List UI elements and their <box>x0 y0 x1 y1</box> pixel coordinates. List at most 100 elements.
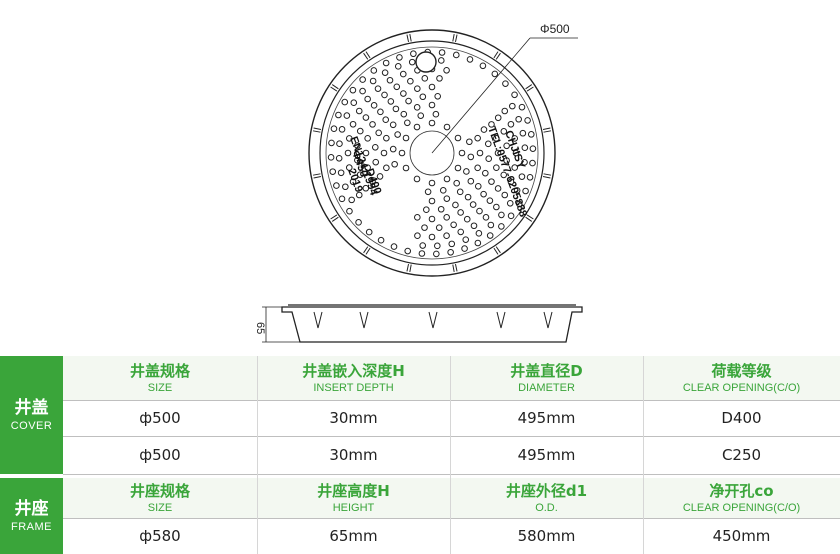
vent-hole <box>405 97 412 105</box>
vent-hole <box>526 173 534 181</box>
vent-hole <box>507 178 515 186</box>
frame-tick <box>363 246 369 254</box>
vent-hole <box>344 149 352 157</box>
vent-hole <box>349 86 357 94</box>
cover-ring <box>319 40 545 266</box>
vent-hole <box>493 203 500 211</box>
vent-hole <box>443 175 451 183</box>
table-cell: ф500 <box>63 436 257 474</box>
diameter-leader <box>431 37 531 154</box>
vent-hole <box>428 119 436 127</box>
vent-hole <box>432 110 440 118</box>
vent-hole <box>501 191 509 199</box>
vent-hole <box>435 224 443 231</box>
vent-hole <box>469 201 477 208</box>
vent-hole <box>350 99 358 107</box>
vent-hole <box>387 98 395 105</box>
cell-value: ф580 <box>139 527 181 545</box>
vent-hole <box>381 91 388 99</box>
col-title-en: SIZE <box>147 381 173 394</box>
vent-hole <box>404 119 411 127</box>
vent-hole <box>410 50 417 58</box>
vent-hole <box>498 223 505 230</box>
vent-hole <box>482 214 490 221</box>
vent-hole <box>391 160 398 168</box>
vent-hole <box>400 110 408 118</box>
vent-hole <box>524 117 531 124</box>
frame-tick <box>313 175 322 179</box>
vent-hole <box>389 121 397 129</box>
cell-value: D400 <box>721 409 762 427</box>
vent-hole <box>486 232 494 239</box>
table-cell: C250 <box>643 436 840 474</box>
vent-hole <box>503 142 510 150</box>
vent-hole <box>345 164 353 171</box>
vent-hole <box>487 221 495 229</box>
frame-tick <box>452 264 455 273</box>
vent-hole <box>458 149 466 157</box>
vent-hole <box>343 112 351 119</box>
vent-hole <box>418 250 426 257</box>
frame-rib <box>359 311 369 329</box>
vent-hole <box>454 164 462 172</box>
vent-hole <box>369 178 376 185</box>
vent-hole <box>364 164 371 171</box>
col-title-cn: 荷载等级 <box>711 361 772 380</box>
frame-tick <box>312 173 321 176</box>
cover-header-bg <box>63 356 840 400</box>
cell-value: 495mm <box>517 409 576 427</box>
vent-hole <box>364 95 371 103</box>
vent-hole <box>355 219 362 226</box>
vent-hole <box>329 168 337 175</box>
vent-hole <box>529 145 537 152</box>
vent-hole <box>464 193 472 201</box>
vent-hole <box>484 140 492 148</box>
cell-value: ф500 <box>139 446 181 464</box>
vent-hole <box>438 49 446 56</box>
vent-hole <box>453 179 460 187</box>
vent-hole <box>364 135 371 142</box>
vent-hole <box>515 115 522 123</box>
col-title-cn: 井盖直径D <box>510 361 583 380</box>
col-title-cn: 井盖嵌入深度H <box>302 361 405 380</box>
vent-hole <box>498 211 505 219</box>
vent-hole <box>452 51 460 59</box>
frame-tick <box>542 127 551 131</box>
vent-hole <box>500 171 508 179</box>
vent-hole <box>452 201 459 209</box>
cell-value: 495mm <box>517 446 576 464</box>
vent-hole <box>488 121 495 128</box>
vent-hole <box>509 102 516 110</box>
vent-hole <box>383 164 390 172</box>
vent-hole <box>330 125 338 133</box>
col-title-en: DIAMETER <box>518 381 575 394</box>
cover-row-label: 井盖 COVER <box>0 356 63 474</box>
frame-tick <box>525 84 533 90</box>
vent-hole <box>491 70 499 78</box>
vent-hole <box>437 205 445 213</box>
col-title-cn: 井座外径d1 <box>505 481 588 500</box>
vent-hole <box>414 214 421 221</box>
frame-tick <box>454 34 458 43</box>
vent-hole <box>356 171 364 178</box>
vent-hole <box>479 62 487 70</box>
frame-rib <box>313 311 323 329</box>
outer-frame-ring <box>308 29 556 277</box>
vent-hole <box>382 116 390 124</box>
table-cell: D400 <box>643 400 840 436</box>
vent-hole <box>413 104 421 111</box>
vent-hole <box>488 178 495 185</box>
vent-hole <box>462 236 470 243</box>
frame-rib <box>428 311 438 329</box>
frame-tick <box>312 130 321 133</box>
vent-hole <box>494 149 502 157</box>
col-title-cn: 井盖规格 <box>129 361 190 380</box>
inner-ring <box>325 46 539 260</box>
vent-hole <box>511 91 518 99</box>
col-title-en: HEIGHT <box>332 501 375 514</box>
row-divider <box>63 474 840 475</box>
vent-hole <box>354 156 361 164</box>
cell-value: 65mm <box>329 527 378 545</box>
vent-hole <box>507 212 515 220</box>
frame-tick <box>363 52 369 60</box>
